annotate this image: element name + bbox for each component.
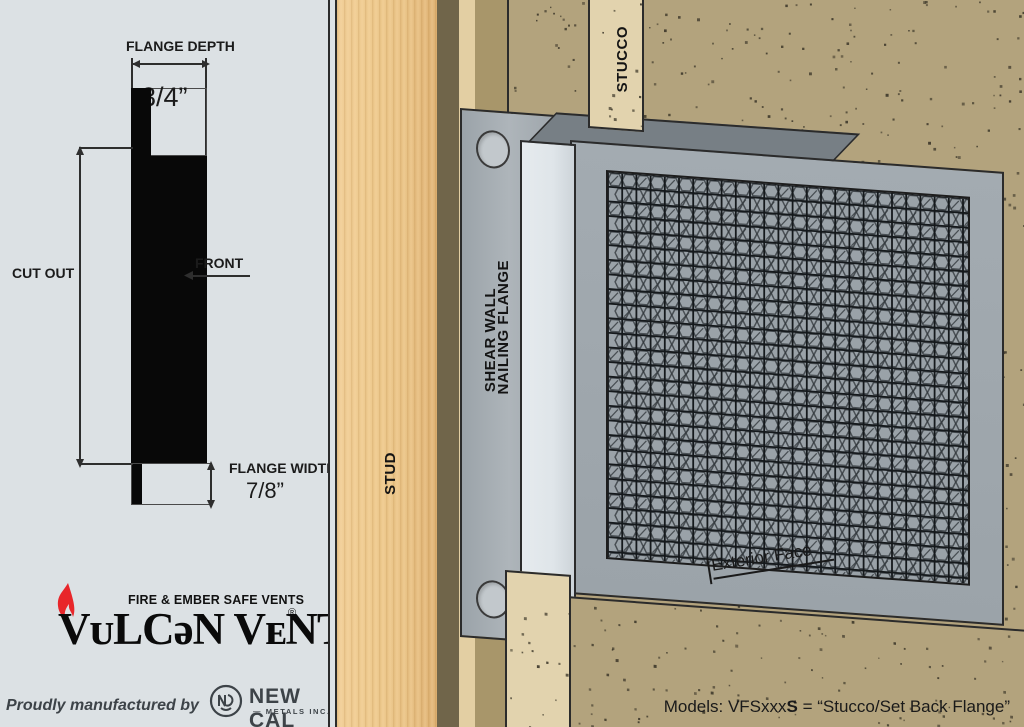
flange-depth-label: FLANGE DEPTH [126, 38, 235, 54]
newcal-emblem-icon [209, 684, 243, 718]
flange-depth-arrowheads [132, 60, 210, 68]
flange-width-ext [210, 463, 212, 505]
front-arrowhead [184, 271, 193, 280]
made-by-text: Proudly manufactured by [6, 697, 199, 714]
flange-depth-ext-left [131, 58, 133, 100]
front-leader-line [190, 275, 250, 277]
cut-out-leader-bottom [79, 463, 133, 465]
vent-mesh-grille [606, 170, 970, 586]
logo-registered-mark: ® [288, 607, 297, 619]
logo-brand: VᴜLCəN VᴇNT [58, 604, 330, 654]
profile-flange-tail [131, 463, 142, 505]
profile-body [131, 156, 207, 463]
logo-tagline: FIRE & EMBER SAFE VENTS [128, 593, 305, 607]
stucco-bottom-band [566, 596, 1024, 727]
profile-drawing-panel: FLANGE DEPTH 3/4” CUT OUT FRONT [0, 0, 330, 727]
flame-icon [57, 583, 75, 621]
stucco-edge-top-texture [602, 3, 642, 128]
vulcan-vent-logo: FIRE & EMBER SAFE VENTS VᴜLCəN VᴇNT ® [36, 583, 330, 659]
model-description: = “Stucco/Set Back Flange” [797, 697, 1010, 716]
mesh-pattern [607, 171, 970, 586]
stucco-label: STUCCO [614, 26, 631, 93]
stucco-edge-bottom [505, 570, 571, 727]
newcal-name: NEW CAL [249, 685, 301, 727]
cut-out-label: CUT OUT [12, 265, 75, 281]
model-bold-suffix: S [786, 697, 798, 716]
cut-out-dimension-line [79, 148, 81, 464]
screw-hole-top [476, 129, 510, 170]
flange-width-label: FLANGE WIDTH [229, 460, 330, 476]
nailing-flange-label: NAILING FLANGE [495, 260, 512, 395]
flange-width-box [131, 463, 211, 505]
assembly-3d-view: STUD SHEAR WALL NAILING FLANGE STUCCO Ex… [330, 0, 1024, 727]
wood-stud [335, 0, 438, 727]
front-label: FRONT [195, 255, 244, 271]
vent-frame-side-face [520, 140, 576, 601]
stucco-edge-top [588, 0, 644, 133]
stud-label: STUD [382, 452, 399, 495]
newcal-subtitle: — METALS INC. — [253, 707, 330, 716]
panel-divider [328, 0, 330, 727]
flange-width-value: 7/8” [246, 478, 284, 503]
flange-width-arrowheads [207, 461, 215, 509]
cut-out-leader-top [79, 147, 133, 149]
newcal-logo: NEW CAL — METALS INC. — [205, 683, 330, 727]
profile-flange-upper [131, 88, 151, 156]
stucco-edge-bottom-texture [510, 612, 569, 727]
model-prefix: Models: VFSxxx [663, 697, 787, 716]
flange-depth-dimension-line [132, 63, 206, 65]
model-designation: Models: VFSxxxS = “Stucco/Set Back Flang… [664, 697, 1010, 717]
stucco-bottom-texture [573, 606, 1014, 727]
cut-out-arrowheads [76, 146, 84, 468]
shear-wall-dark-edge [437, 0, 461, 727]
flange-depth-ext-right [205, 58, 207, 156]
